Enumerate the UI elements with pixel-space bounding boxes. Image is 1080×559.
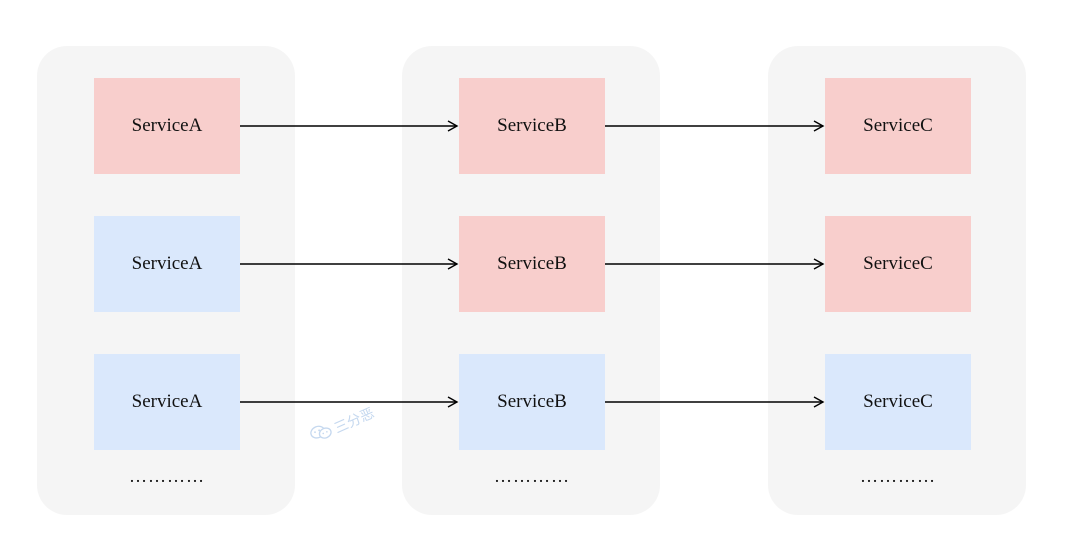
service-b-ellipsis: ………… bbox=[494, 466, 570, 486]
service-b-node-1: ServiceB bbox=[459, 78, 605, 174]
service-c-node-2: ServiceC bbox=[825, 216, 971, 312]
service-b-node-3: ServiceB bbox=[459, 354, 605, 450]
service-c-node-1: ServiceC bbox=[825, 78, 971, 174]
service-a-ellipsis: ………… bbox=[129, 466, 205, 486]
service-a-node-3: ServiceA bbox=[94, 354, 240, 450]
watermark: 三分恶 bbox=[308, 402, 378, 449]
service-a-node-2: ServiceA bbox=[94, 216, 240, 312]
service-c-ellipsis: ………… bbox=[860, 466, 936, 486]
service-b-node-2: ServiceB bbox=[459, 216, 605, 312]
watermark-text: 三分恶 bbox=[331, 405, 377, 438]
service-c-node-3: ServiceC bbox=[825, 354, 971, 450]
wechat-icon bbox=[308, 419, 340, 449]
service-a-node-1: ServiceA bbox=[94, 78, 240, 174]
